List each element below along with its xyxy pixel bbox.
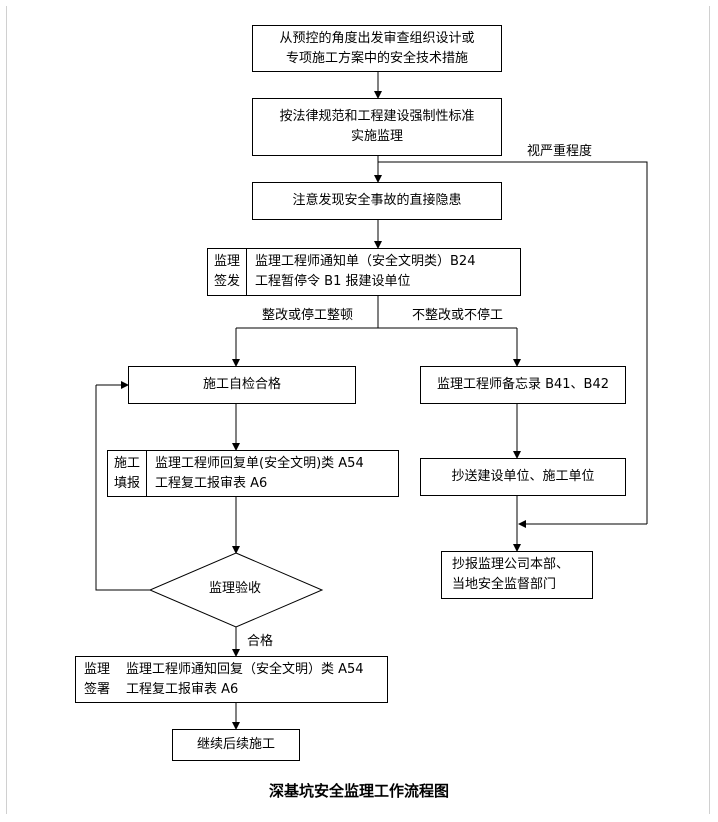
node-contractor-reply-label: 施工 填报 (108, 451, 148, 496)
node-contractor-reply-line-1: 监理工程师回复单(安全文明)类 A54 (155, 455, 364, 471)
node-start-line-2: 专项施工方案中的安全技术措施 (285, 50, 468, 66)
edge-label-pass: 合格 (247, 634, 274, 649)
node-start-line-1: 从预控的角度出发审查组织设计或 (279, 30, 475, 46)
node-contractor-reply-line-2: 工程复工报审表 A6 (155, 475, 268, 491)
node-sign-row-1: 监理 监理工程师通知回复（安全文明）类 A54 (84, 660, 387, 680)
node-contractor-reply: 施工 填报 监理工程师回复单(安全文明)类 A54 工程复工报审表 A6 (107, 450, 399, 497)
accept-diamond (148, 552, 324, 628)
node-detect: 注意发现安全事故的直接隐患 (252, 182, 502, 220)
node-report-line-1: 抄报监理公司本部、 (452, 557, 570, 572)
node-memo: 监理工程师备忘录 B41、B42 (420, 366, 626, 404)
node-detect-text: 注意发现安全事故的直接隐患 (292, 193, 462, 208)
node-issue-line-1: 监理工程师通知单（安全文明类）B24 (255, 254, 476, 269)
node-memo-text: 监理工程师备忘录 B41、B42 (436, 377, 610, 392)
edge-label-no-rectify: 不整改或不停工 (412, 308, 504, 323)
node-report-line-2: 当地安全监督部门 (452, 577, 557, 592)
node-continue-text: 继续后续施工 (196, 737, 275, 752)
node-contractor-reply-label-1: 施工 (114, 455, 141, 471)
edge-label-severity: 视严重程度 (527, 144, 593, 159)
node-accept-text: 监理验收 (208, 580, 261, 596)
node-sign-label-1: 监理 (84, 661, 111, 677)
node-issue-label-2: 签发 (214, 274, 241, 289)
loop-back-line (95, 385, 150, 591)
page-frame (6, 6, 710, 814)
diagram-title: 深基坑安全监理工作流程图 (268, 782, 449, 800)
node-copy-to-text: 抄送建设单位、施工单位 (451, 469, 595, 484)
node-contractor-reply-text: 监理工程师回复单(安全文明)类 A54 工程复工报审表 A6 (147, 451, 364, 496)
node-issue-line-2: 工程暂停令 B1 报建设单位 (255, 274, 411, 289)
node-self-check: 施工自检合格 (128, 366, 356, 404)
node-issue-text: 监理工程师通知单（安全文明类）B24 工程暂停令 B1 报建设单位 (247, 249, 475, 295)
node-start: 从预控的角度出发审查组织设计或 专项施工方案中的安全技术措施 (252, 25, 502, 72)
node-report: 抄报监理公司本部、 当地安全监督部门 (441, 551, 593, 599)
node-continue: 继续后续施工 (172, 729, 300, 761)
node-implement-line-2: 实施监理 (350, 129, 403, 144)
node-sign-line-1: 监理工程师通知回复（安全文明）类 A54 (126, 661, 364, 677)
node-implement-line-1: 按法律规范和工程建设强制性标准 (279, 109, 475, 124)
node-implement: 按法律规范和工程建设强制性标准 实施监理 (252, 98, 502, 156)
node-sign-line-2: 工程复工报审表 A6 (126, 681, 239, 697)
node-sign-row-2: 签署 工程复工报审表 A6 (84, 680, 387, 700)
node-sign: 监理 监理工程师通知回复（安全文明）类 A54 签署 工程复工报审表 A6 (75, 656, 388, 703)
edge-label-rectify: 整改或停工整顿 (262, 308, 354, 323)
node-issue: 监理 签发 监理工程师通知单（安全文明类）B24 工程暂停令 B1 报建设单位 (207, 248, 521, 296)
node-copy-to: 抄送建设单位、施工单位 (420, 458, 626, 496)
node-contractor-reply-label-2: 填报 (114, 475, 141, 491)
node-issue-label-1: 监理 (214, 254, 241, 269)
node-issue-label: 监理 签发 (208, 249, 248, 295)
node-sign-label-2: 签署 (84, 681, 111, 697)
node-self-check-text: 施工自检合格 (202, 377, 281, 392)
severity-path-line (378, 161, 648, 524)
